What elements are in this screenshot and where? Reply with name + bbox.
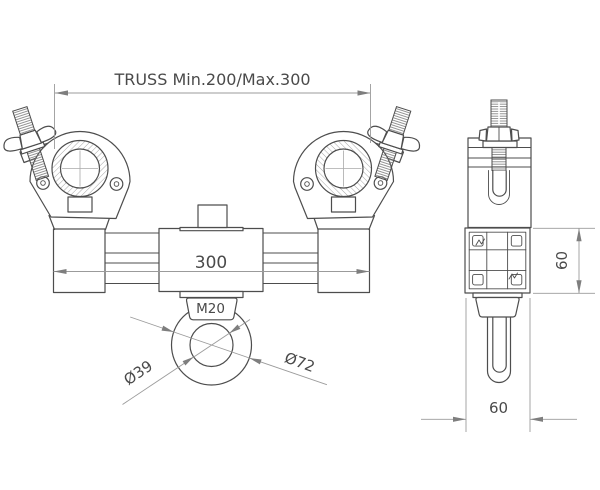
centerline-cross: [325, 150, 362, 187]
centerline-cross: [62, 150, 98, 187]
arrow-upper: [161, 325, 174, 332]
truss-extension-lines: [54, 84, 371, 149]
arrow-lower: [182, 356, 194, 366]
side-view: [464, 99, 532, 384]
arrow-upper: [229, 324, 241, 334]
wing-nut-bolt: [3, 105, 57, 181]
left-end-block: [52, 228, 106, 294]
truss-span-dimension: TRUSS Min.200/Max.300: [54, 70, 371, 149]
profile-mark-tl: [475, 238, 485, 246]
side-bottom-plate: [472, 292, 523, 299]
arrow-lower: [249, 358, 262, 365]
arrow-left: [55, 90, 68, 96]
rivets: [36, 176, 124, 191]
eye-ring-side-inner: [492, 308, 507, 373]
profile-height-dimension: 60: [533, 227, 595, 294]
profile-width-label: 60: [489, 399, 508, 417]
profile-width-dimension: 60: [421, 298, 577, 432]
right-clamp: [292, 105, 421, 231]
eye-inner-diameter-label: Ø39: [120, 357, 156, 389]
profile-inner: [468, 231, 527, 290]
bottom-plate: [179, 290, 244, 299]
rivets: [300, 176, 388, 191]
arrow-left: [53, 269, 67, 274]
wing-nut-bolt: [367, 105, 421, 181]
profile-outer: [464, 227, 531, 294]
wing-right: [36, 125, 57, 144]
truss-span-label: TRUSS Min.200/Max.300: [113, 70, 310, 89]
wing-right: [367, 125, 388, 144]
side-washer: [482, 140, 518, 149]
clamp-notch: [67, 196, 93, 213]
wing-left: [400, 136, 421, 152]
overall-width-dimension: 300: [53, 253, 370, 274]
eye-outer-diameter-label: Ø72: [282, 349, 317, 376]
side-slot: [488, 170, 510, 205]
arrow-right: [453, 416, 466, 422]
side-thread-mid: [491, 147, 507, 171]
central-body: [158, 227, 264, 293]
left-clamp: [3, 105, 131, 231]
m20-nut-side: [475, 296, 520, 318]
clamp-notch: [330, 196, 357, 213]
right-end-block: [317, 228, 371, 294]
width-extension-lines: [465, 298, 531, 432]
overall-width-label: 300: [195, 253, 227, 273]
arrow-right: [357, 90, 371, 96]
wing-left: [3, 136, 23, 152]
arrow-right: [356, 269, 370, 274]
side-wing-nut: [478, 126, 520, 142]
top-boss: [197, 204, 228, 229]
beam-tubes: [104, 232, 319, 284]
side-bolt-end: [492, 170, 507, 197]
profile-height-label: 60: [553, 251, 571, 270]
thread-size-label: M20: [196, 301, 225, 317]
bolt-thread-upper: [388, 105, 412, 136]
height-extension-lines: [533, 227, 595, 294]
front-view: [3, 105, 421, 386]
arrow-up: [576, 228, 582, 242]
extrusion-profile: [464, 227, 531, 294]
diameter-72-dimension: Ø72: [130, 316, 328, 386]
arrow-down: [576, 280, 582, 294]
profile-grid: [468, 231, 527, 290]
profile-mark-br: [508, 272, 518, 280]
arrow-left: [530, 416, 543, 422]
bolt-thread-upper: [12, 105, 36, 136]
m20-nut-front: [185, 297, 238, 321]
